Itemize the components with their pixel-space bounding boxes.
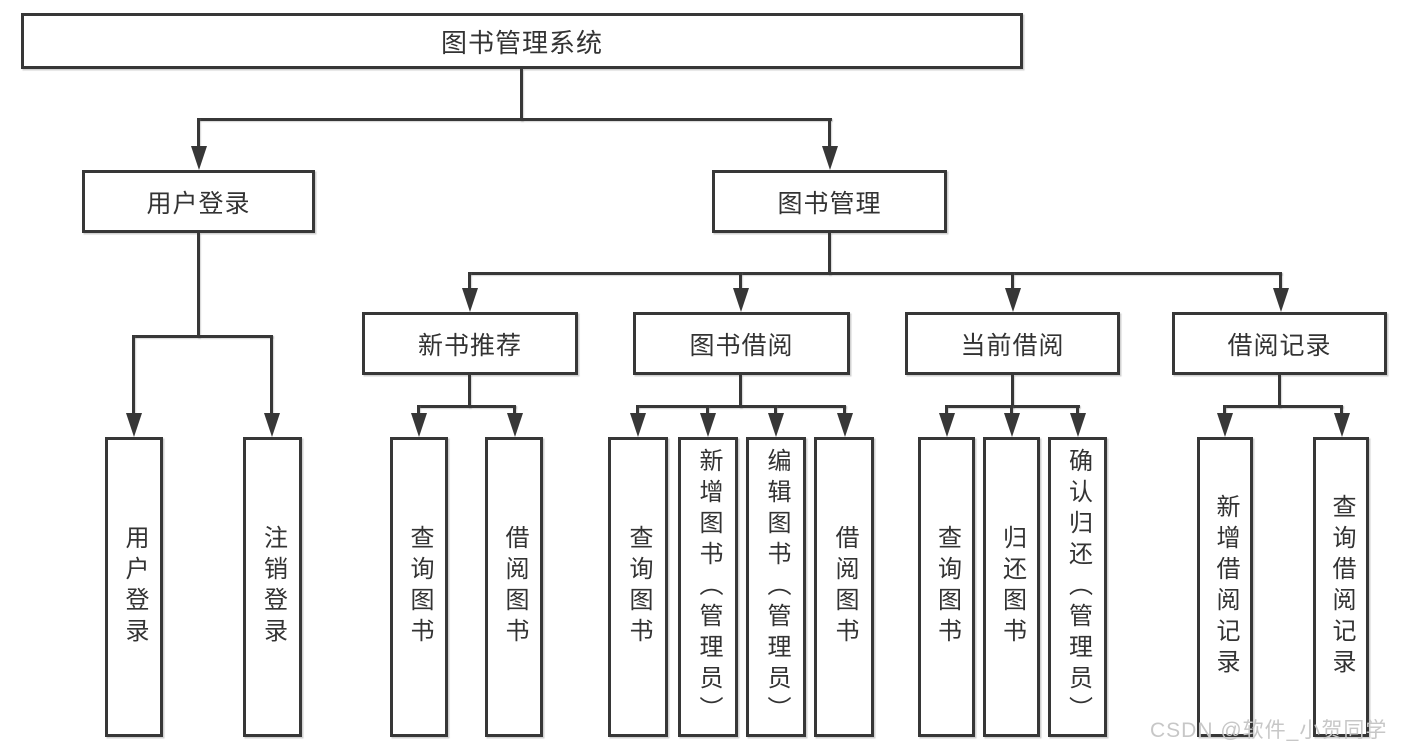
node-label: 新增图书（管理员） [695,447,722,727]
arrow-down-icon [1005,288,1021,312]
node-label: 查询图书 [933,525,961,649]
arrow-down-icon [1070,413,1086,437]
arrow-down-icon [822,146,838,170]
connector-line [197,118,200,148]
connector-line [1076,405,1079,415]
connector-line [417,405,516,408]
connector-line [132,335,135,415]
connector-line [1011,272,1014,290]
node-leaf-edit-books-admin: 编辑图书（管理员） [746,437,806,737]
connector-line [636,405,846,408]
connector-line [132,335,273,338]
connector-line [1010,405,1013,415]
arrow-down-icon [700,413,716,437]
connector-line [468,375,471,408]
node-leaf-return-books: 归还图书 [983,437,1040,737]
node-label: 查询借阅记录 [1328,494,1355,680]
connector-line [520,69,523,121]
connector-line [468,272,471,290]
connector-line [1279,272,1282,290]
node-label: 确认归还（管理员） [1064,447,1092,727]
arrow-down-icon [264,413,280,437]
connector-line [468,272,1282,275]
node-book-borrowing: 图书借阅 [633,312,850,375]
node-library-management-system: 图书管理系统 [21,13,1023,69]
node-new-book-recommend: 新书推荐 [362,312,578,375]
arrow-down-icon [837,413,853,437]
node-leaf-borrow-books-recommend: 借阅图书 [485,437,543,737]
connector-line [1011,375,1014,408]
node-leaf-query-borrow-record: 查询借阅记录 [1313,437,1369,737]
connector-line [706,405,709,415]
arrow-down-icon [768,413,784,437]
csdn-watermark: CSDN @软件_小贺同学 [1150,719,1388,742]
connector-line [1340,405,1343,415]
arrow-down-icon [126,413,142,437]
node-leaf-query-books-current: 查询图书 [918,437,975,737]
connector-line [513,405,516,415]
arrow-down-icon [411,413,427,437]
node-label: 查询图书 [406,525,433,649]
connector-line [828,233,831,275]
node-leaf-user-login: 用户登录 [105,437,163,737]
arrow-down-icon [191,146,207,170]
arrow-down-icon [939,413,955,437]
node-leaf-query-books-recommend: 查询图书 [390,437,448,737]
arrow-down-icon [630,413,646,437]
connector-line [1278,375,1281,408]
arrow-down-icon [1334,413,1350,437]
node-current-borrowing: 当前借阅 [905,312,1120,375]
node-leaf-query-books-borrowing: 查询图书 [608,437,668,737]
node-leaf-confirm-return-admin: 确认归还（管理员） [1048,437,1107,737]
connector-line [198,118,832,121]
connector-line [270,335,273,415]
node-leaf-add-books-admin: 新增图书（管理员） [678,437,738,737]
node-leaf-borrow-books: 借阅图书 [814,437,874,737]
node-leaf-add-borrow-record: 新增借阅记录 [1197,437,1253,737]
node-label: 编辑图书（管理员） [763,447,790,727]
node-user-login: 用户登录 [82,170,315,233]
arrow-down-icon [733,288,749,312]
node-borrowing-records: 借阅记录 [1172,312,1387,375]
connector-line [774,405,777,415]
node-label: 归还图书 [998,525,1026,649]
connector-line [739,272,742,290]
node-label: 借阅图书 [501,525,528,649]
node-label: 新增借阅记录 [1212,494,1239,680]
node-label: 借阅图书 [831,525,858,649]
node-label: 注销登录 [259,525,287,649]
node-label: 查询图书 [625,525,652,649]
arrow-down-icon [1217,413,1233,437]
arrow-down-icon [507,413,523,437]
connector-line [1223,405,1226,415]
connector-line [417,405,420,415]
arrow-down-icon [1273,288,1289,312]
connector-line [636,405,639,415]
node-label: 用户登录 [121,525,148,649]
connector-line [197,233,200,338]
connector-line [843,405,846,415]
connector-line [739,375,742,408]
arrow-down-icon [1004,413,1020,437]
arrow-down-icon [462,288,478,312]
connector-line [945,405,948,415]
connector-line [1223,405,1343,408]
node-book-management: 图书管理 [712,170,947,233]
connector-line [828,118,831,148]
node-leaf-logout: 注销登录 [243,437,302,737]
